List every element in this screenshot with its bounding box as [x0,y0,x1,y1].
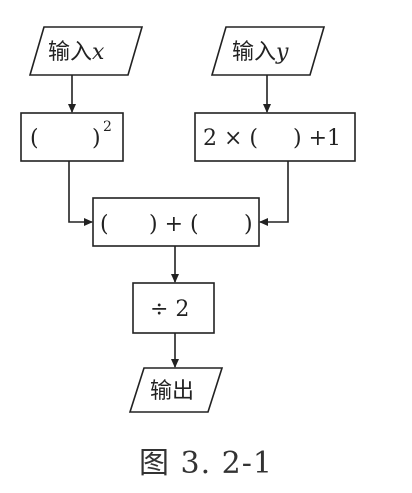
double-prefix: 2 × ( [203,126,258,151]
sum-plus: ) + ( [149,212,199,237]
input-y-node: 输入y [210,26,326,76]
input-x-node: 输入x [28,26,144,76]
divide-node: ÷ 2 [132,282,215,334]
output-node: 输出 [128,367,224,413]
square-close: ) [92,126,101,151]
input-x-var: x [92,40,105,65]
sum-left: ( [100,212,109,237]
svg-text:输入y: 输入y [232,40,289,65]
square-node: ( ) 2 [20,112,124,162]
square-exponent: 2 [103,119,112,135]
input-y-var: y [275,40,289,65]
sum-node: ( ) + ( ) [92,197,260,247]
arrow-double-to-sum [259,161,289,226]
double-plus-one-node: 2 × ( ) +1 [194,112,356,162]
input-y-prefix: 输入 [232,40,276,65]
square-open: ( [30,126,39,151]
figure-caption: 图 3. 2-1 [138,446,273,481]
divide-label: ÷ 2 [150,297,189,322]
arrow-square-to-sum [68,161,93,226]
output-label: 输出 [150,379,194,404]
input-x-prefix: 输入 [48,40,92,65]
sum-right: ) [244,212,253,237]
svg-text:输入x: 输入x [48,40,105,65]
double-suffix: ) +1 [293,126,341,151]
